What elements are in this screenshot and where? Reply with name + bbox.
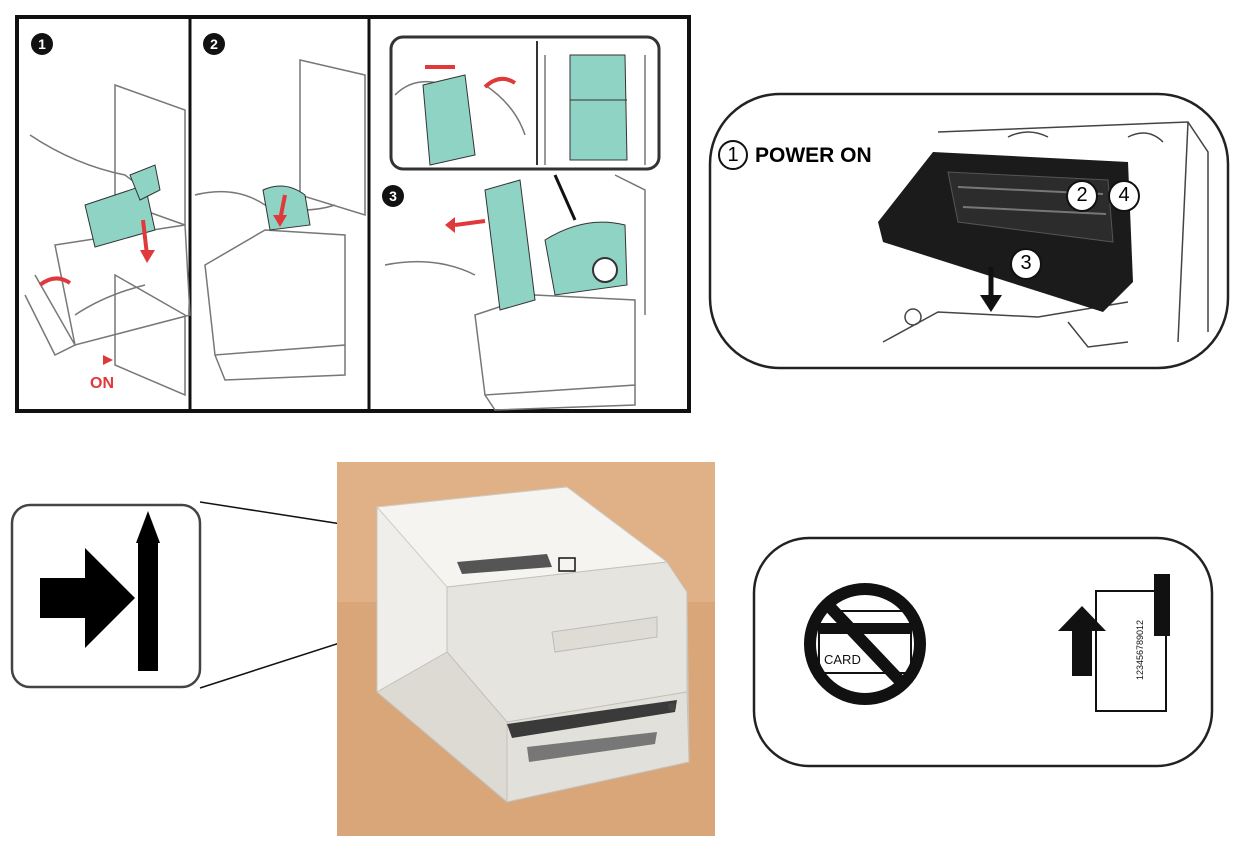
printer-mechanism-illustration (882, 121, 1209, 348)
edge-guide-bar (138, 543, 158, 671)
up-arrow-icon (1058, 606, 1106, 676)
card-insert-icon (1058, 574, 1170, 712)
ribbon-step-4-number: 4 (1118, 184, 1130, 206)
step-3-badge: 3 (382, 185, 404, 207)
step-3-inset-illustration (394, 55, 646, 165)
power-on-step-number: 1 (727, 144, 739, 166)
up-arrow-icon (136, 511, 160, 543)
card-number-text: 123456789012 (1135, 619, 1145, 681)
ribbon-cassette-panel: 1 POWER ON 2 4 3 (708, 92, 1230, 370)
ribbon-step-2-number: 2 (1076, 184, 1088, 206)
step-2-number: 2 (210, 36, 218, 52)
zoom-target-box (558, 557, 576, 572)
step-1-illustration (24, 83, 191, 397)
paper-loading-steps-panel: 1 2 3 ON (15, 15, 691, 415)
power-on-label: POWER ON (755, 144, 872, 167)
on-label: ON (90, 375, 114, 392)
card-orientation-panel: CARD 123456789012 (752, 536, 1214, 768)
ribbon-step-3-number: 3 (1020, 252, 1032, 274)
step-2-badge: 2 (203, 33, 225, 55)
card-text: CARD (824, 652, 861, 667)
insertion-direction-callout (10, 503, 202, 689)
step-1-badge: 1 (31, 33, 53, 55)
printer-photo (337, 462, 715, 836)
no-card-icon (804, 583, 926, 705)
right-arrow-icon (40, 548, 135, 648)
step-3-number: 3 (389, 188, 397, 204)
step-1-number: 1 (38, 36, 46, 52)
